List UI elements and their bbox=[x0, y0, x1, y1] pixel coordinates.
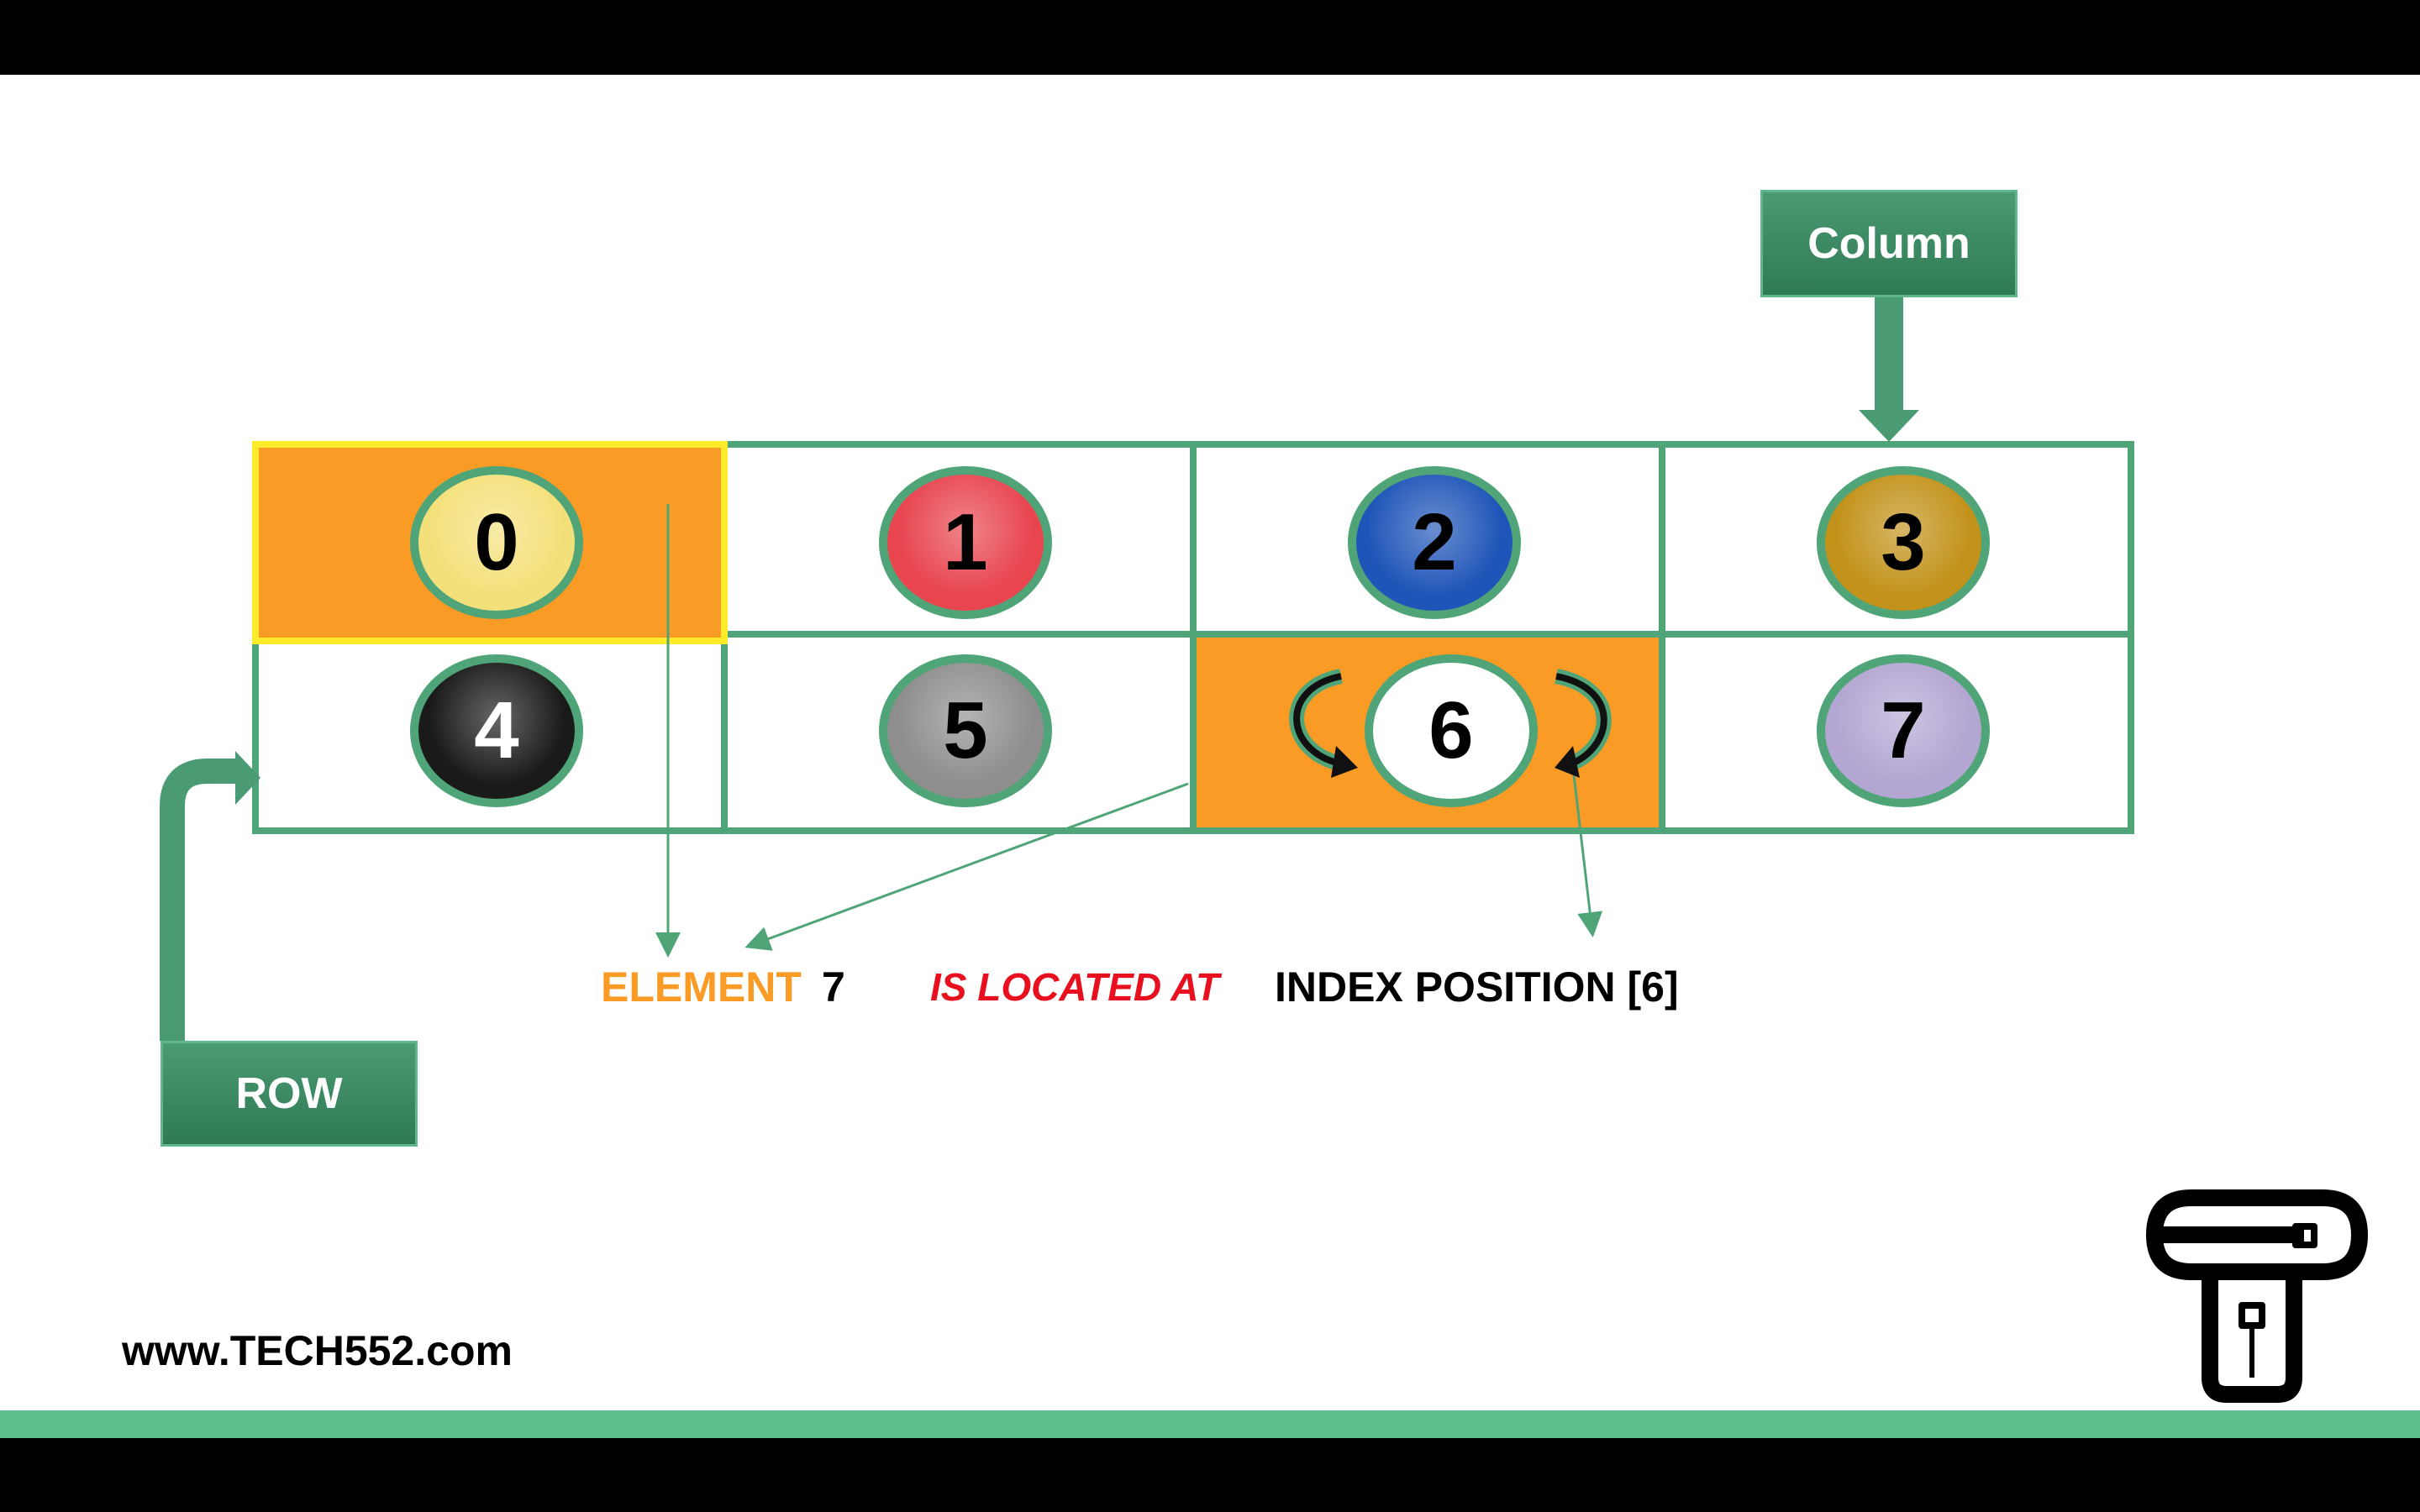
element-value-1: 1 bbox=[943, 497, 988, 587]
element-value-7: 7 bbox=[1881, 685, 1926, 775]
element-ball-7: 7 bbox=[1817, 654, 1990, 807]
array-cell-0: 0 bbox=[252, 441, 728, 644]
array-cell-2: 2 bbox=[1190, 441, 1665, 644]
element-ball-5: 5 bbox=[879, 654, 1052, 807]
array-grid: 0 1 2 3 4 5 6 7 bbox=[252, 441, 2134, 834]
row-bent-arrow bbox=[160, 751, 260, 1041]
column-down-arrow bbox=[1859, 297, 1919, 442]
array-cell-7: 7 bbox=[1659, 631, 2134, 834]
tech552-logo-icon bbox=[2146, 1189, 2368, 1403]
element-value-5: 5 bbox=[943, 685, 988, 775]
top-black-bar bbox=[0, 0, 2420, 75]
caption-index-position: INDEX POSITION [6] bbox=[1275, 963, 1679, 1011]
element-value-6: 6 bbox=[1428, 685, 1474, 775]
column-label: Column bbox=[1807, 219, 1970, 268]
array-cell-3: 3 bbox=[1659, 441, 2134, 644]
element-ball-0: 0 bbox=[410, 466, 583, 619]
element-ball-2: 2 bbox=[1348, 466, 1521, 619]
caption-element-value: 7 bbox=[822, 963, 845, 1011]
array-cell-5: 5 bbox=[721, 631, 1197, 834]
bottom-black-bar bbox=[0, 1438, 2420, 1512]
row-label: ROW bbox=[235, 1069, 343, 1118]
element-ball-3: 3 bbox=[1817, 466, 1990, 619]
caption-element-word: ELEMENT bbox=[601, 963, 802, 1011]
element-ball-4: 4 bbox=[410, 654, 583, 807]
array-cell-6: 6 bbox=[1190, 631, 1665, 834]
row-label-box: ROW bbox=[160, 1041, 418, 1147]
element-value-0: 0 bbox=[474, 497, 519, 587]
footer-green-stripe bbox=[0, 1410, 2420, 1438]
caption-located-at: IS LOCATED AT bbox=[930, 965, 1220, 1009]
element-ball-6: 6 bbox=[1365, 654, 1538, 807]
element-value-2: 2 bbox=[1412, 497, 1457, 587]
element-ball-1: 1 bbox=[879, 466, 1052, 619]
element-value-4: 4 bbox=[474, 685, 519, 775]
website-url[interactable]: www.TECH552.com bbox=[122, 1327, 513, 1374]
column-label-box: Column bbox=[1760, 190, 2018, 297]
array-cell-1: 1 bbox=[721, 441, 1197, 644]
element-value-3: 3 bbox=[1881, 497, 1926, 587]
array-cell-4: 4 bbox=[252, 631, 728, 834]
